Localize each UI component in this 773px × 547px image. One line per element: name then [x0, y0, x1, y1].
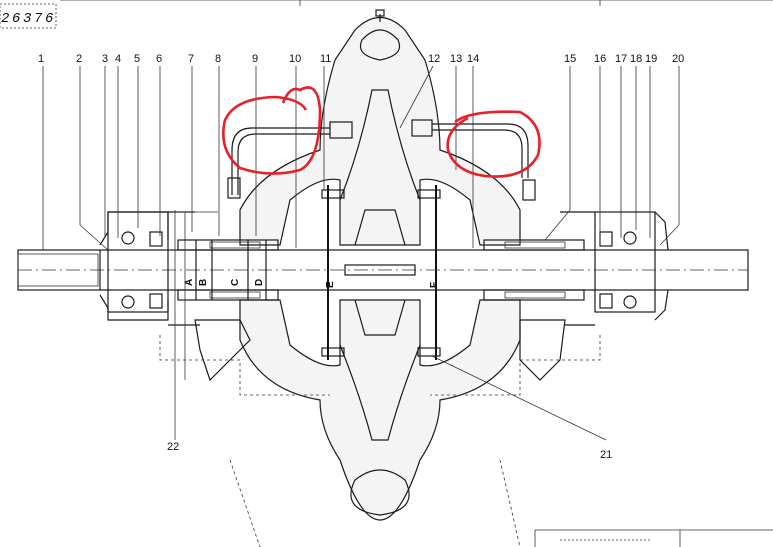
red-annotations [222, 86, 541, 178]
construction-lines [159, 210, 601, 547]
part-label-6: 6 [156, 53, 162, 65]
drawing-number-digit: 6 [12, 11, 20, 27]
annotation-circle-left [222, 86, 322, 175]
part-label-4: 4 [115, 53, 121, 65]
part-label-16: 16 [594, 53, 606, 65]
part-label-17: 17 [615, 53, 627, 65]
drawing-number-digit: 7 [34, 11, 43, 27]
drawing-number-digit: 2 [1, 11, 9, 27]
shaft [17, 249, 749, 291]
annotation-circle-right [446, 110, 541, 178]
left-stuffing-box [177, 239, 279, 382]
section-label-e: E [325, 281, 336, 288]
section-label-b: B [198, 279, 209, 286]
part-label-11: 11 [320, 53, 331, 65]
pump-casing [239, 9, 521, 521]
part-label-3: 3 [102, 53, 108, 65]
drawing-number-digit: 6 [45, 11, 53, 27]
right-bearing-housing [560, 211, 669, 326]
wear-rings [321, 185, 441, 360]
part-label-18: 18 [630, 53, 642, 65]
part-label-10: 10 [289, 53, 301, 65]
title-block-fragment [534, 529, 773, 547]
leader-lines [42, 65, 680, 441]
section-label-d: D [254, 279, 265, 286]
part-label-22: 22 [167, 441, 179, 453]
section-label-c: C [230, 279, 241, 286]
part-label-20: 20 [672, 53, 684, 65]
drawing-number-digit: 3 [23, 11, 31, 27]
part-label-19: 19 [645, 53, 657, 65]
part-number-labels: 1 2 3 4 5 6 7 8 9 10 11 12 13 14 15 16 1… [38, 53, 684, 461]
part-label-21: 21 [600, 449, 612, 461]
seal-water-piping [227, 119, 536, 201]
section-labels: A B C D E F [184, 279, 440, 288]
drawing-number-box: 2 6 3 7 6 [0, 3, 57, 29]
part-label-12: 12 [428, 53, 440, 65]
part-label-8: 8 [215, 53, 221, 65]
part-label-1: 1 [38, 53, 44, 65]
part-label-2: 2 [76, 53, 82, 65]
section-label-a: A [184, 279, 195, 286]
part-label-13: 13 [450, 53, 462, 65]
impeller [339, 89, 421, 441]
part-label-5: 5 [134, 53, 140, 65]
part-label-9: 9 [252, 53, 258, 65]
part-label-7: 7 [188, 53, 194, 65]
right-stuffing-box [483, 239, 585, 381]
part-label-15: 15 [564, 53, 576, 65]
part-label-14: 14 [467, 53, 479, 65]
section-label-f: F [429, 282, 440, 288]
